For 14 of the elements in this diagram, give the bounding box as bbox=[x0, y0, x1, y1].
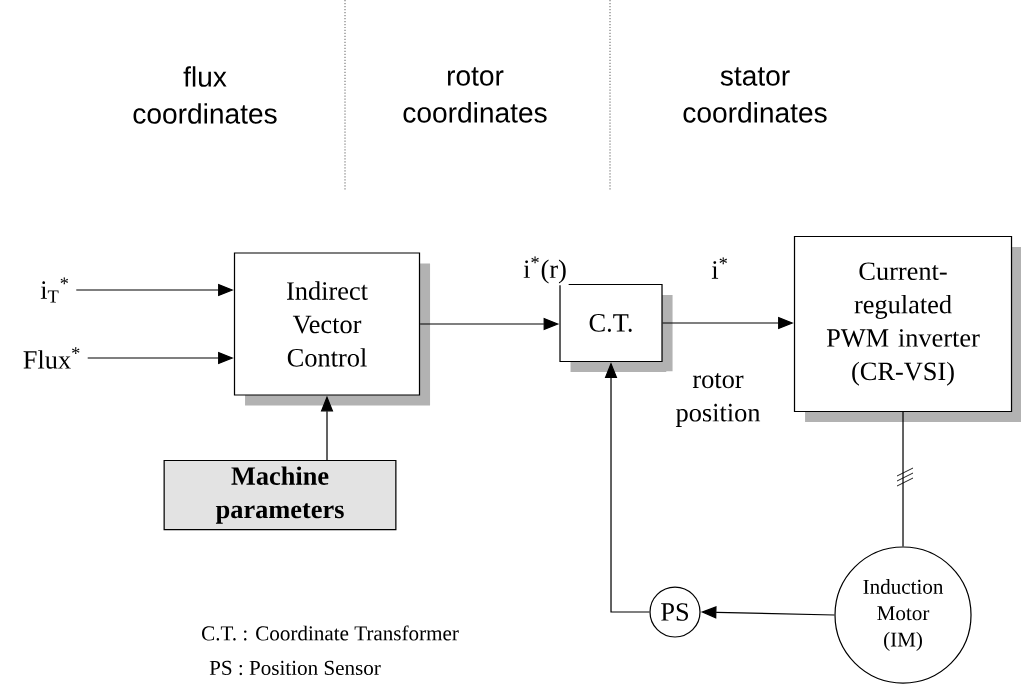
process-box: C.T. bbox=[559, 283, 673, 373]
edge-label: i$^{*}$ bbox=[709, 255, 731, 281]
process-box: Indirect Vector Control bbox=[233, 252, 431, 406]
abbreviation-note: C.T. : Coordinate Transformer bbox=[202, 625, 459, 641]
edge-label: rotor position bbox=[666, 371, 770, 429]
process-box: Current-regulated PWM inverter (CR-VSI) bbox=[793, 235, 1021, 423]
parameter-box: Machine parameters bbox=[163, 459, 397, 531]
region-heading: flux coordinates bbox=[133, 66, 277, 124]
abbreviation-note: PS : Position Sensor bbox=[209, 660, 381, 676]
region-heading: stator coordinates bbox=[683, 67, 827, 123]
input-label: Flux$^{*}$ bbox=[23, 347, 80, 369]
input-label: i$_{T}$* bbox=[40, 277, 68, 303]
region-heading: rotor coordinates bbox=[403, 67, 547, 123]
edge-label: i$^{*}$(r) bbox=[521, 254, 569, 286]
